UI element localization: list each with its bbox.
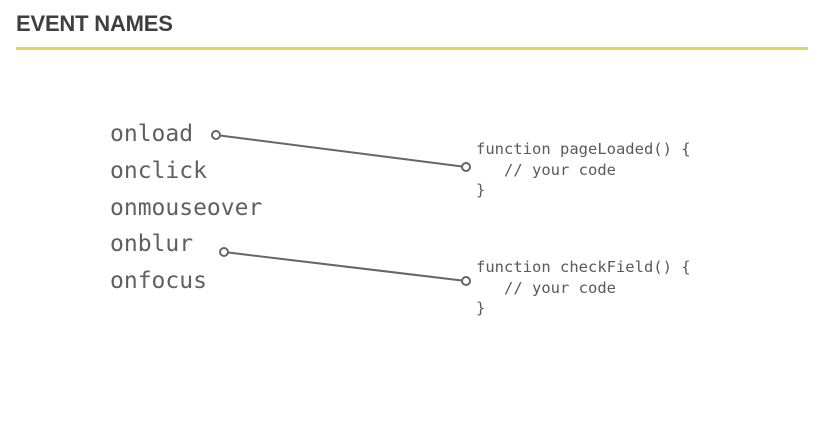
- code-line-closing-brace: }: [476, 181, 486, 199]
- connector-onblur-to-check-field: [219, 247, 471, 286]
- code-line-function-signature: function pageLoaded() {: [476, 140, 691, 158]
- code-block-page-loaded: function pageLoaded() { // your code}: [476, 139, 691, 201]
- event-name-onload: onload: [110, 121, 194, 147]
- code-line-comment: // your code: [476, 278, 616, 297]
- code-line-function-signature: function checkField() {: [476, 258, 691, 276]
- event-name-onblur: onblur: [110, 231, 194, 258]
- code-line-closing-brace: }: [476, 299, 486, 317]
- event-name-list: onload onclick onmouseover onblur onfocu…: [110, 116, 262, 300]
- connector-start-dot: [211, 130, 221, 140]
- title-underline: [16, 47, 808, 50]
- connector-end-dot: [461, 162, 471, 172]
- connector-end-dot: [461, 276, 471, 286]
- event-name-onmouseover: onmouseover: [110, 194, 263, 221]
- code-block-check-field: function checkField() { // your code}: [476, 257, 691, 319]
- slide-title: EVENT NAMES: [16, 11, 173, 36]
- code-line-comment: // your code: [476, 160, 616, 179]
- connector-onload-to-page-loaded: [211, 130, 471, 172]
- connector-line: [215, 134, 467, 168]
- event-name-onclick: onclick: [110, 157, 207, 184]
- connector-start-dot: [219, 247, 229, 257]
- connector-line: [223, 251, 467, 282]
- event-name-onfocus: onfocus: [110, 268, 207, 295]
